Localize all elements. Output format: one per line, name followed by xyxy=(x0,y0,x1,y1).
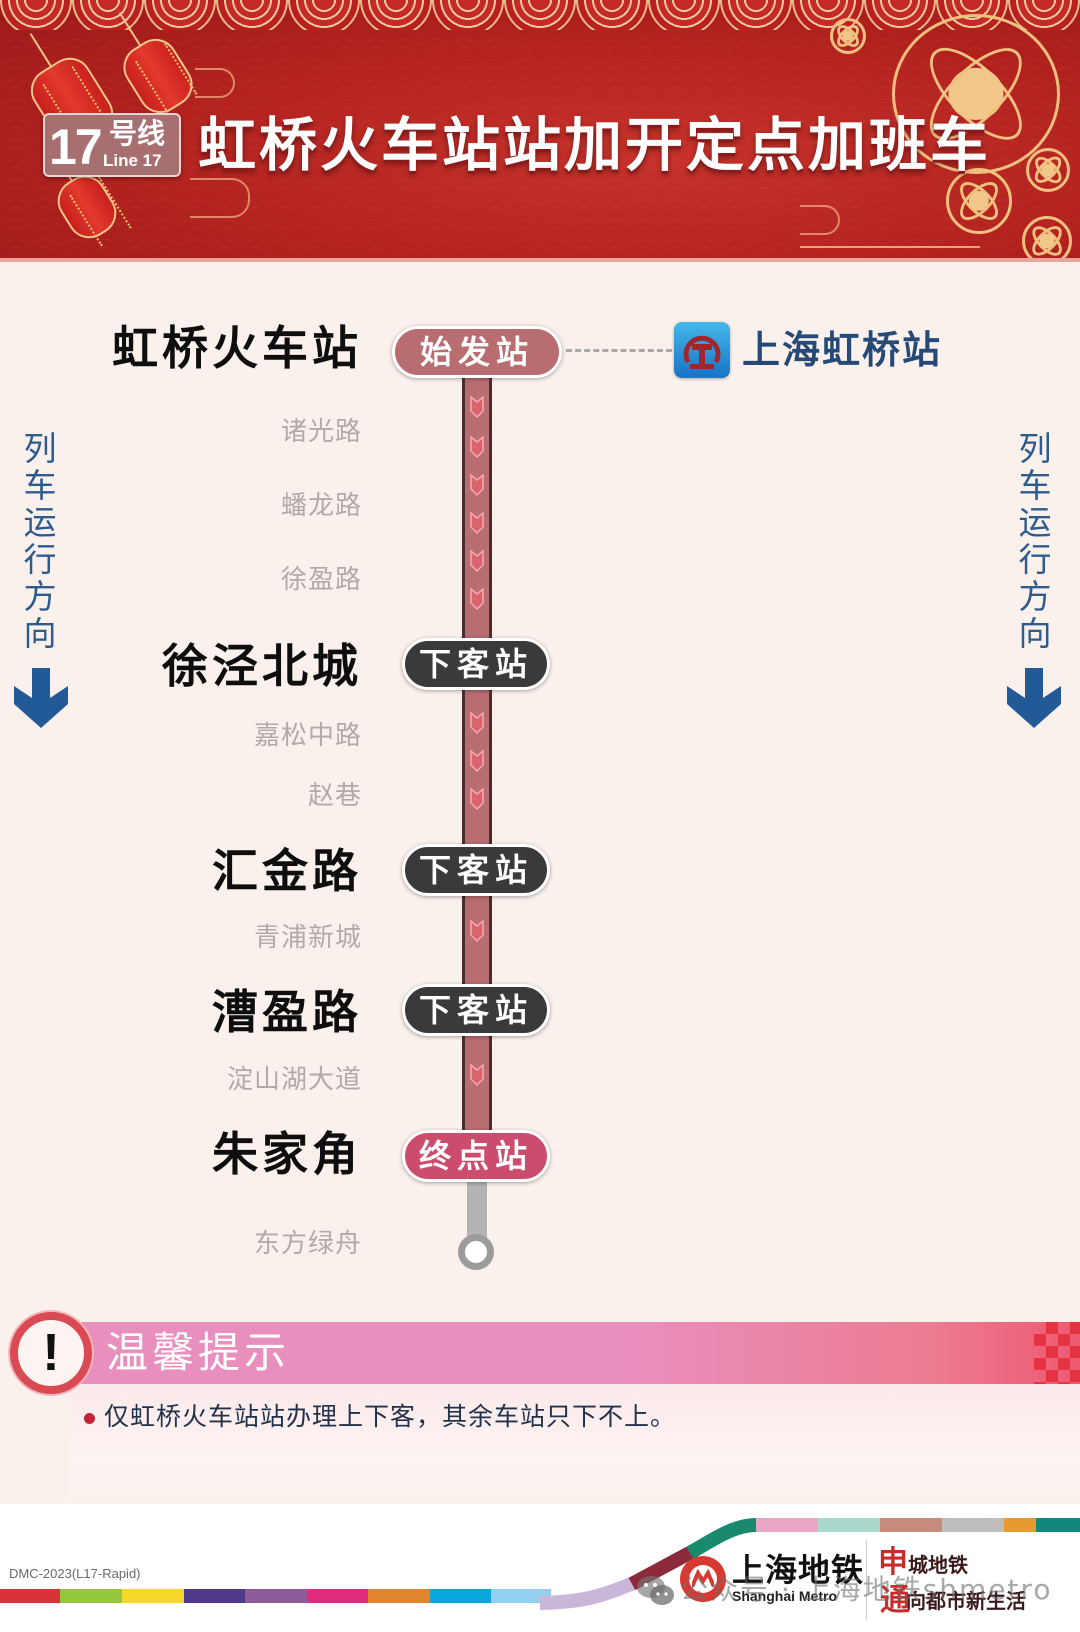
drop-off-station-badge: 下客站 xyxy=(402,984,550,1036)
station-dot-inactive xyxy=(458,1234,494,1270)
bullet-icon xyxy=(84,1413,95,1424)
station-name: 朱家角 xyxy=(212,1127,362,1181)
footer-divider xyxy=(866,1540,867,1620)
transfer-connector xyxy=(566,349,672,352)
brand-name-en: Shanghai Metro xyxy=(732,1588,838,1604)
direction-label-left: 列 车 运 行 方 向 xyxy=(23,429,57,653)
station-name: 嘉松中路 xyxy=(253,721,362,751)
line-color-stripe xyxy=(0,1589,551,1603)
chevron-down-icon xyxy=(470,712,484,734)
chevron-down-icon xyxy=(470,512,484,534)
arrow-down-icon xyxy=(1007,668,1061,728)
chevron-down-icon xyxy=(470,436,484,458)
terminal-station-badge: 终点站 xyxy=(402,1130,550,1182)
station-name: 赵巷 xyxy=(307,781,362,811)
cloud-ornament xyxy=(195,68,235,98)
chevron-down-icon xyxy=(470,550,484,572)
warning-icon: ! xyxy=(10,1312,92,1394)
chevron-down-icon xyxy=(470,396,484,418)
notice-title: 温馨提示 xyxy=(106,1328,291,1377)
drop-off-station-badge: 下客站 xyxy=(402,844,550,896)
station-name: 东方绿舟 xyxy=(253,1229,362,1259)
station-name: 青浦新城 xyxy=(253,923,362,953)
brand-name-cn: 上海地铁 xyxy=(732,1551,865,1589)
cloud-ornament xyxy=(800,205,840,235)
flower-ornament-icon xyxy=(830,18,866,54)
chevron-down-icon xyxy=(470,1064,484,1086)
cloud-ornament xyxy=(800,246,980,248)
document-code: DMC-2023(L17-Rapid) xyxy=(9,1566,141,1581)
notice-item: 仅虹桥火车站站办理上下客，其余车站只下不上。 xyxy=(104,1402,677,1431)
line-label-cn: 号线 xyxy=(109,117,166,150)
flower-ornament-icon xyxy=(1026,148,1070,192)
header-divider xyxy=(0,258,1080,262)
flower-ornament-icon xyxy=(946,168,1012,234)
line-17-badge: 17 号线 Line 17 xyxy=(43,113,181,177)
slogan-line-1: 申城地铁 xyxy=(878,1545,968,1580)
notice-header-bar xyxy=(70,1322,1080,1384)
page-title: 虹桥火车站站加开定点加班车 xyxy=(198,111,992,179)
drop-off-station-badge: 下客站 xyxy=(402,638,550,690)
station-name: 虹桥火车站 xyxy=(112,321,362,375)
slogan-line-2: 通向都市新生活 xyxy=(880,1583,1026,1618)
station-name: 诸光路 xyxy=(280,417,362,447)
station-name: 蟠龙路 xyxy=(280,491,362,521)
scallop-border xyxy=(0,0,1080,30)
line-number: 17 xyxy=(49,119,103,175)
watermark: 公众号 · 上海地铁shmetro xyxy=(680,1573,1053,1606)
station-name: 漕盈路 xyxy=(212,985,362,1039)
arrow-down-icon xyxy=(14,668,68,728)
chevron-down-icon xyxy=(470,788,484,810)
shanghai-metro-logo-icon xyxy=(680,1556,726,1602)
china-railway-icon xyxy=(674,322,730,378)
wechat-icon xyxy=(637,1576,674,1605)
header-banner: 17 号线 Line 17 虹桥火车站站加开定点加班车 xyxy=(0,0,1080,262)
flower-ornament-icon xyxy=(1022,216,1072,262)
chevron-down-icon xyxy=(470,750,484,772)
direction-label-right: 列 车 运 行 方 向 xyxy=(1018,429,1052,653)
checker-ornament xyxy=(1034,1322,1080,1384)
chevron-down-icon xyxy=(470,588,484,610)
notice-body-bg xyxy=(70,1384,1080,1504)
station-name: 徐泾北城 xyxy=(162,639,362,693)
line-label-en: Line 17 xyxy=(103,151,162,170)
chevron-down-icon xyxy=(470,474,484,496)
route-line-inactive xyxy=(467,1170,487,1250)
cloud-ornament xyxy=(190,178,250,218)
transfer-station-name: 上海虹桥站 xyxy=(742,328,943,372)
start-station-badge: 始发站 xyxy=(392,326,562,378)
station-name: 汇金路 xyxy=(212,844,362,898)
chevron-down-icon xyxy=(470,920,484,942)
station-name: 徐盈路 xyxy=(280,565,362,595)
line-color-stripe-top xyxy=(756,1518,1080,1532)
station-name: 淀山湖大道 xyxy=(226,1065,362,1095)
